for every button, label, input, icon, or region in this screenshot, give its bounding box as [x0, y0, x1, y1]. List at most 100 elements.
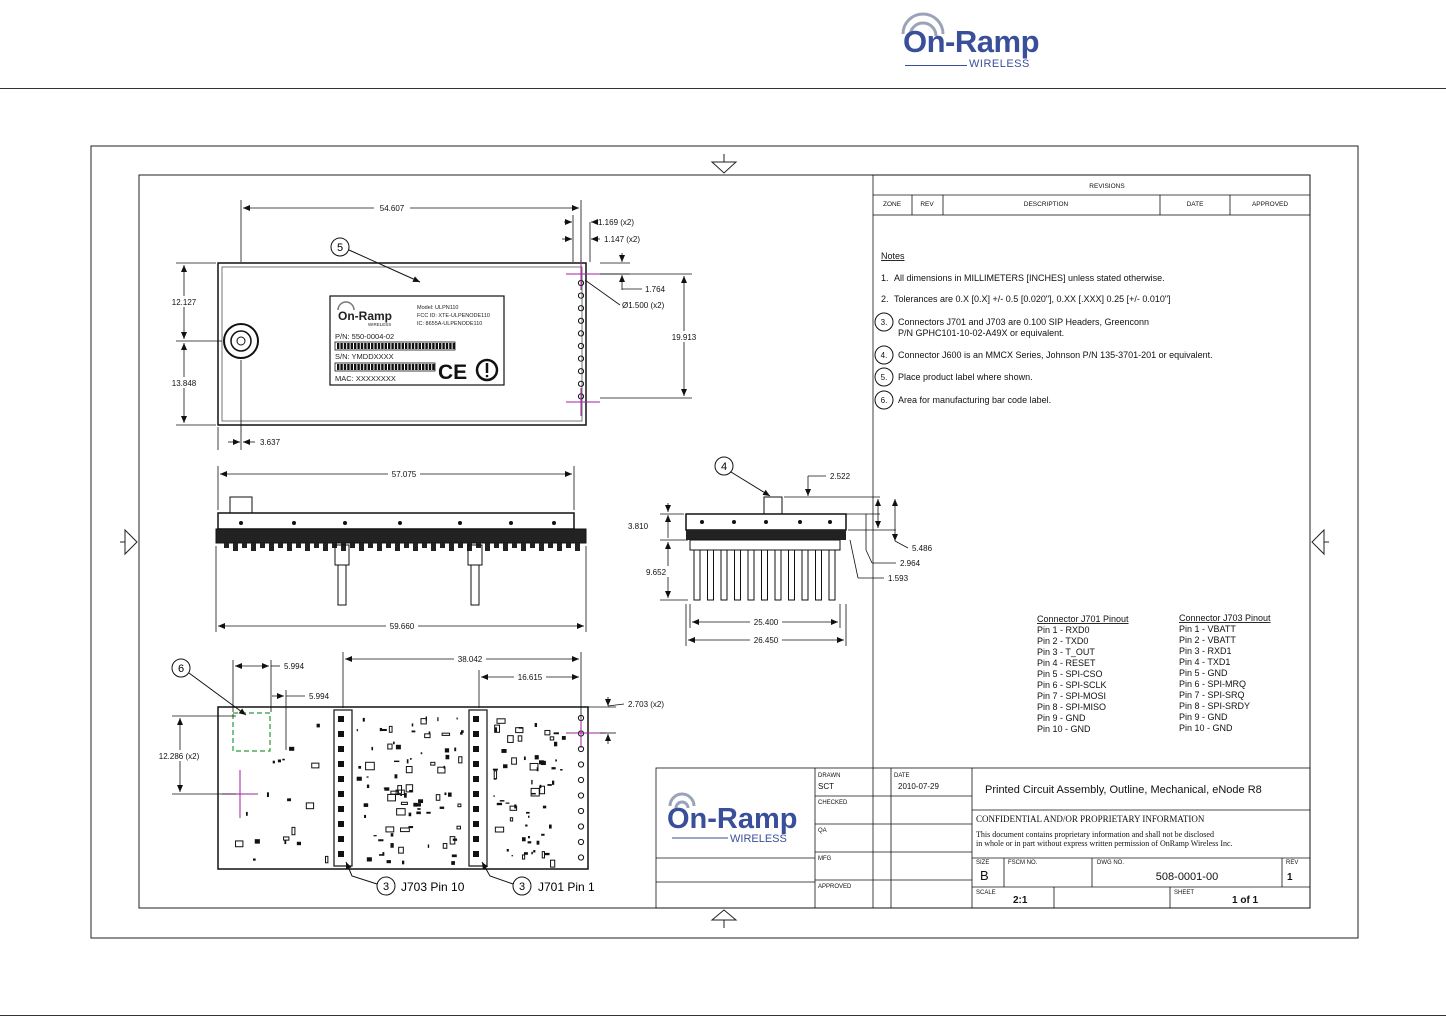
- component: [382, 852, 385, 856]
- component: [496, 718, 506, 724]
- tb-conf-line1: This document contains proprietary infor…: [976, 830, 1214, 839]
- component: [525, 824, 528, 827]
- component: [566, 543, 571, 548]
- pad: [473, 761, 479, 767]
- header-pin: [747, 549, 755, 601]
- component: [393, 741, 395, 745]
- header-pin: [761, 549, 768, 601]
- component: [381, 728, 387, 732]
- component: [505, 802, 510, 804]
- pin-hole: [577, 838, 585, 846]
- component: [272, 760, 275, 764]
- pad: [338, 761, 344, 767]
- component: [386, 543, 391, 548]
- component: [553, 732, 559, 735]
- barcode-1-bars: [337, 343, 455, 349]
- component: [536, 840, 540, 845]
- component: [485, 543, 490, 551]
- component: [451, 861, 455, 865]
- tb-title: Printed Circuit Assembly, Outline, Mecha…: [985, 784, 1262, 796]
- tb-qa-label: QA: [818, 828, 827, 834]
- component: [378, 839, 384, 842]
- component: [254, 839, 260, 844]
- tb-checked-label: CHECKED: [818, 800, 848, 806]
- component: [395, 744, 401, 750]
- component: [493, 795, 495, 797]
- j703-pin: Pin 2 - VBATT: [1179, 635, 1236, 645]
- component: [325, 855, 329, 864]
- label-fcc: FCC ID: XTE-ULPENODE110: [417, 313, 490, 319]
- component: [396, 808, 406, 816]
- component: [430, 761, 436, 766]
- tb-approved-label: APPROVED: [818, 884, 852, 890]
- j701-pin: Pin 8 - SPI-MISO: [1037, 702, 1106, 712]
- header-pin: [815, 549, 822, 601]
- component: [507, 735, 514, 743]
- component: [406, 759, 409, 764]
- dim-2703: 2.703 (x2): [628, 700, 664, 709]
- component: [358, 765, 362, 769]
- component: [394, 774, 398, 779]
- component: [454, 747, 457, 752]
- header-pin: [720, 549, 728, 601]
- component: [284, 839, 287, 845]
- tb-rev-label: REV: [1286, 860, 1298, 866]
- component: [549, 736, 555, 741]
- component: [531, 779, 533, 785]
- component: [506, 849, 509, 852]
- component: [387, 743, 393, 750]
- label-mac: MAC: XXXXXXXX: [335, 374, 396, 383]
- component: [560, 769, 563, 771]
- component: [542, 805, 547, 809]
- title-block-logo-sub: WIRELESS: [730, 833, 787, 845]
- end-view: 4 2.522 3.810 5.486 2.964: [628, 456, 933, 646]
- component: [493, 770, 498, 780]
- tb-dwg-value: 508-0001-00: [1156, 871, 1218, 883]
- component: [555, 759, 557, 762]
- component: [509, 805, 518, 811]
- component: [456, 717, 458, 720]
- component: [311, 762, 320, 769]
- tb-size-label: SIZE: [976, 860, 989, 866]
- component: [316, 723, 320, 728]
- component: [523, 852, 528, 855]
- component: [235, 840, 244, 848]
- j701-pin: Pin 7 - SPI-MOSI: [1037, 691, 1106, 701]
- component: [305, 802, 315, 810]
- header-pin: [693, 549, 701, 601]
- component: [373, 835, 377, 837]
- pad: [338, 851, 344, 857]
- component: [366, 784, 370, 789]
- component: [540, 760, 546, 766]
- j703-pin: Pin 5 - GND: [1179, 668, 1228, 678]
- pad: [338, 836, 344, 842]
- dim-2964: 2.964: [900, 559, 921, 568]
- component: [385, 826, 395, 833]
- note-3-text: Connectors J701 and J703 are 0.100 SIP H…: [898, 317, 1149, 327]
- mount-hole: [552, 521, 556, 525]
- note-5-text: Place product label where shown.: [898, 372, 1033, 382]
- barcode-2: [334, 362, 436, 372]
- component: [541, 833, 545, 836]
- component: [420, 752, 423, 755]
- bottom-view-outline: [217, 706, 589, 870]
- j703-pin: Pin 9 - GND: [1179, 712, 1228, 722]
- component: [356, 776, 362, 781]
- mount-hole: [509, 521, 513, 525]
- pin-hole: [577, 330, 585, 337]
- component: [386, 860, 391, 864]
- dim-19913: 19.913: [672, 333, 697, 342]
- component: [456, 825, 461, 830]
- component: [379, 727, 383, 732]
- component: [428, 731, 431, 735]
- pad: [338, 776, 344, 782]
- dim-2522: 2.522: [830, 472, 851, 481]
- component: [427, 844, 430, 848]
- tb-date-value: 2010-07-29: [898, 782, 939, 791]
- pad: [338, 821, 344, 827]
- callout-5: [330, 237, 350, 257]
- component: [460, 732, 463, 735]
- component: [383, 787, 388, 789]
- component: [413, 543, 418, 551]
- component: [356, 729, 359, 732]
